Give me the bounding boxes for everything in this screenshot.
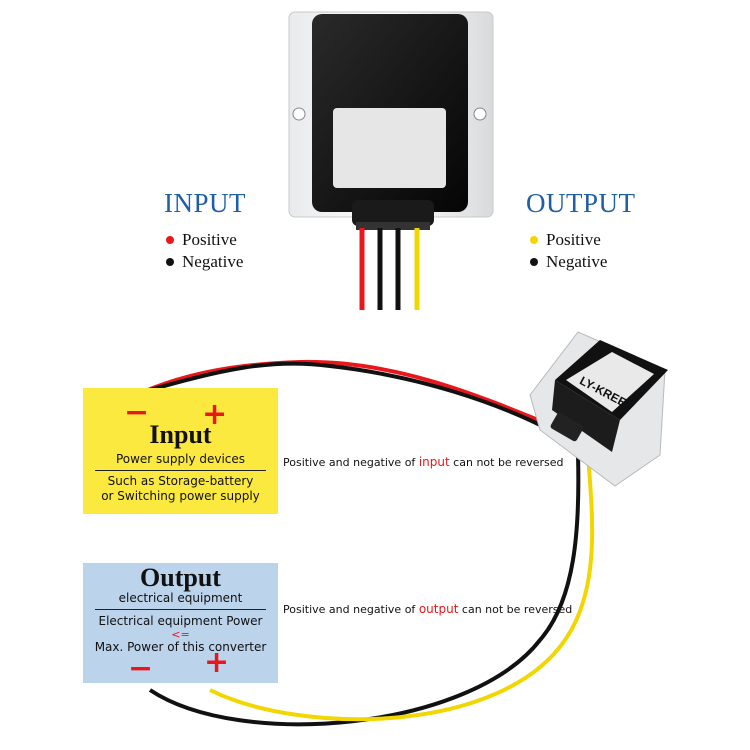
output-negative-label: Negative [546, 252, 608, 271]
input-wire-red [142, 359, 549, 426]
input-minus-sign: − [124, 395, 150, 430]
output-box-subtitle: electrical equipment [118, 591, 243, 605]
mount-hole-left [292, 107, 306, 121]
output-wire-yellow [209, 454, 595, 722]
output-box-line2: Max. Power of this converter [94, 640, 267, 654]
black-dot-icon [166, 258, 174, 266]
output-minus-sign: − [128, 651, 154, 686]
input-negative-row: Negative [166, 252, 243, 272]
input-plus-sign: + [202, 397, 228, 432]
output-box-title: Output [140, 563, 221, 592]
red-dot-icon [166, 236, 174, 244]
label-plate [333, 108, 446, 188]
output-plus-sign: + [204, 645, 230, 680]
mount-hole-right [473, 107, 487, 121]
input-negative-label: Negative [182, 252, 244, 271]
input-positive-row: Positive [166, 230, 237, 250]
output-note-highlight: output [418, 602, 459, 616]
input-box-subtitle: Power supply devices [115, 452, 246, 466]
output-box-operator: <= [171, 628, 190, 641]
input-wire-black [142, 361, 551, 432]
input-box-title: Input [149, 420, 212, 449]
output-box-line1: Electrical equipment Power [98, 614, 263, 628]
input-box-divider [95, 470, 266, 471]
converter-top-view [288, 11, 494, 310]
input-positive-label: Positive [182, 230, 237, 249]
input-note-highlight: input [418, 455, 450, 469]
input-polarity-note: Positive and negative of input can not b… [283, 455, 564, 469]
black-dot-icon [530, 258, 538, 266]
output-box: Output electrical equipment Electrical e… [83, 563, 278, 683]
input-box-line2: or Switching power supply [101, 489, 260, 503]
input-note-after: can not be reversed [449, 456, 564, 469]
output-positive-row: Positive [530, 230, 601, 250]
input-note-before: Positive and negative of [283, 456, 419, 469]
output-polarity-note: Positive and negative of output can not … [283, 602, 572, 616]
output-positive-label: Positive [546, 230, 601, 249]
cable-gland [352, 200, 434, 226]
small-label-plate [566, 352, 654, 412]
output-note-before: Positive and negative of [283, 603, 419, 616]
output-wire-black [148, 454, 581, 727]
output-box-divider [95, 609, 266, 610]
input-box: Input Power supply devices Such as Stora… [83, 388, 278, 514]
input-title: INPUT [164, 188, 246, 218]
input-box-line1: Such as Storage-battery [107, 474, 254, 488]
output-note-after: can not be reversed [458, 603, 573, 616]
small-body-front [552, 380, 620, 452]
yellow-dot-icon [530, 236, 538, 244]
output-negative-row: Negative [530, 252, 607, 272]
output-title: OUTPUT [526, 188, 636, 218]
